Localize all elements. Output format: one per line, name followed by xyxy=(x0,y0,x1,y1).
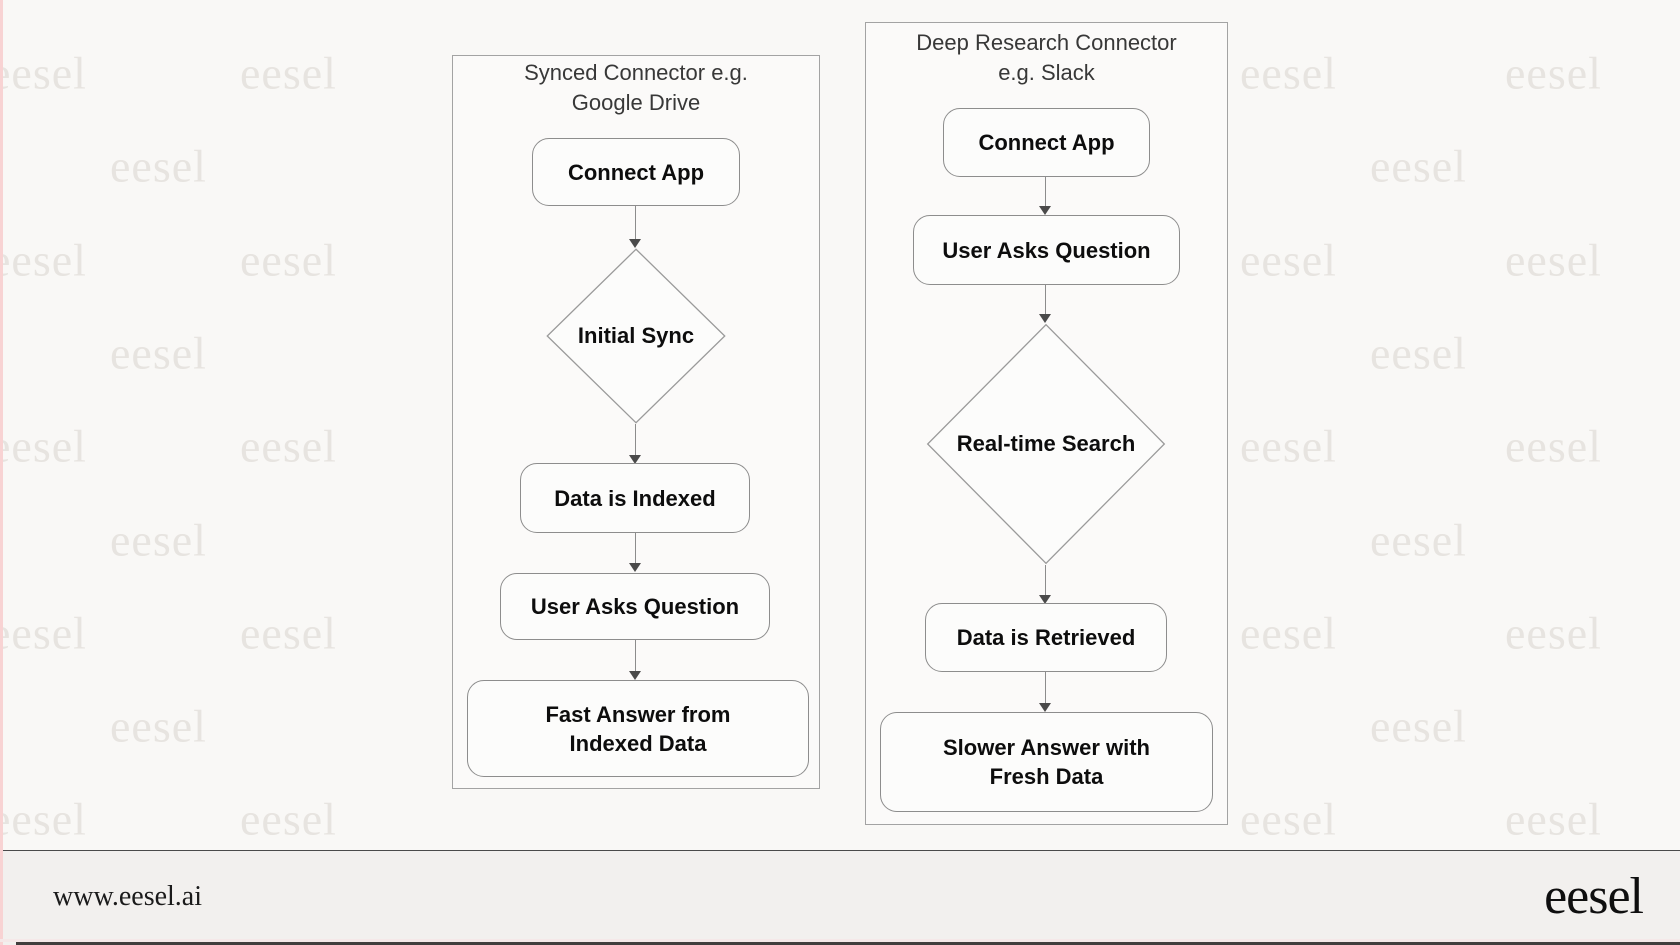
watermark-text: eesel xyxy=(0,420,87,472)
watermark-text: eesel xyxy=(1370,140,1467,192)
arrow-down-icon xyxy=(629,640,642,680)
arrow-down-icon xyxy=(629,424,642,464)
arrow-down-icon xyxy=(1039,285,1052,323)
node-user-asks-question-left: User Asks Question xyxy=(500,573,770,640)
watermark-text: eesel xyxy=(110,700,207,752)
arrow-down-icon xyxy=(1039,672,1052,712)
panel-title-synced-connector: Synced Connector e.g. Google Drive xyxy=(524,60,748,115)
node-data-retrieved: Data is Retrieved xyxy=(925,603,1167,672)
watermark-text: eesel xyxy=(1240,793,1337,845)
watermark-text: eesel xyxy=(240,234,337,286)
panel-title-deep-research-connector: Deep Research Connector e.g. Slack xyxy=(916,30,1177,85)
watermark-text: eesel xyxy=(1505,234,1602,286)
node-initial-sync-label: Initial Sync xyxy=(577,323,695,348)
node-realtime-search-diamond: Real-time Search xyxy=(926,323,1166,565)
node-fast-answer: Fast Answer from Indexed Data xyxy=(467,680,809,777)
footer-url-text: www.eesel.ai xyxy=(53,881,203,912)
flowchart-stage: eesel eesel eesel eesel eesel eesel eesel eesel… xyxy=(0,22,1602,845)
watermark-text: eesel xyxy=(240,47,337,99)
watermark-text: eesel xyxy=(0,47,87,99)
watermark-text: eesel xyxy=(0,607,87,659)
footer-bar: www.eesel.ai eesel xyxy=(0,850,1680,945)
node-connect-app-right: Connect App xyxy=(943,108,1150,177)
watermark-text: eesel xyxy=(240,793,337,845)
bottom-edge-dark-strip xyxy=(16,942,1680,945)
left-edge-pink-line xyxy=(0,0,3,945)
watermark-text: eesel xyxy=(1370,327,1467,379)
watermark-text: eesel xyxy=(1505,793,1602,845)
arrow-down-icon xyxy=(1039,565,1052,604)
watermark-text: eesel xyxy=(1240,234,1337,286)
watermark-text: eesel xyxy=(1505,420,1602,472)
watermark-layer: eesel eesel eesel eesel eesel eesel eesel eesel… xyxy=(0,47,1602,845)
watermark-text: eesel xyxy=(240,420,337,472)
watermark-text: eesel xyxy=(1240,420,1337,472)
arrow-down-icon xyxy=(629,533,642,572)
arrow-down-icon xyxy=(1039,177,1052,215)
bottom-edge-light-strip xyxy=(0,939,1680,942)
node-connect-app-left: Connect App xyxy=(532,138,740,206)
watermark-text: eesel xyxy=(110,140,207,192)
node-initial-sync-diamond: Initial Sync xyxy=(546,248,726,424)
watermark-text: eesel xyxy=(1370,700,1467,752)
watermark-text: eesel xyxy=(110,514,207,565)
watermark-text: eesel xyxy=(1240,607,1337,659)
watermark-text: eesel xyxy=(1505,47,1602,99)
watermark-text: eesel xyxy=(1505,607,1602,659)
watermark-text: eesel xyxy=(1240,47,1337,99)
watermark-text: eesel xyxy=(0,793,87,845)
watermark-text: eesel xyxy=(240,607,337,659)
watermark-text: eesel xyxy=(1370,514,1467,565)
watermark-text: eesel xyxy=(0,234,87,286)
eesel-logo: eesel xyxy=(1544,868,1644,925)
arrow-down-icon xyxy=(629,206,642,248)
node-realtime-search-label: Real-time Search xyxy=(956,431,1136,456)
node-data-indexed: Data is Indexed xyxy=(520,463,750,533)
node-user-asks-question-right: User Asks Question xyxy=(913,215,1180,285)
node-slower-answer: Slower Answer with Fresh Data xyxy=(880,712,1213,812)
watermark-text: eesel xyxy=(110,327,207,379)
